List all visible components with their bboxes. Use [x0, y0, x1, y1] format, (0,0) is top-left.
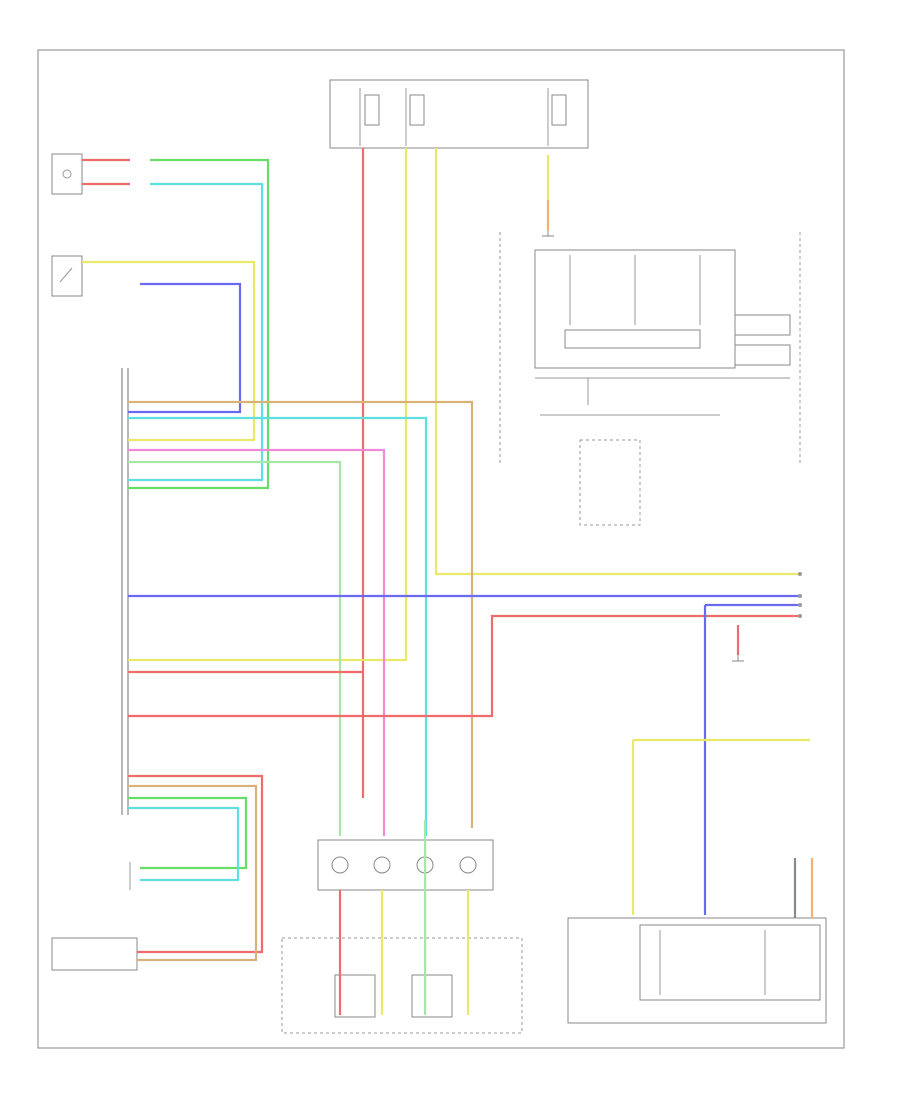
- top-control-module: [329, 79, 589, 149]
- wire-group-sensor-b: [82, 260, 256, 442]
- wire-group-top-module: [128, 148, 800, 798]
- wire-group-sensor-a: [82, 158, 270, 490]
- left-side-impact-sensor: [51, 862, 138, 971]
- diagram-frame: [37, 49, 845, 1049]
- bottom-buckle-switch-frame: [281, 937, 523, 1034]
- wire-group-strip-horizontals: [128, 400, 810, 915]
- bottom-right-occupant-module: [567, 917, 827, 1024]
- srs-unit-connector-strip: [121, 368, 129, 815]
- front-passenger-weight-sensor-b: [51, 255, 83, 297]
- wire-group-right-bottom: [793, 858, 814, 918]
- ground-icon: [542, 230, 744, 662]
- control-switch-sub-module: [579, 439, 641, 526]
- wire-group-left-bottom: [128, 774, 264, 962]
- front-passenger-weight-sensor-a: [51, 153, 83, 195]
- body-network-module: [499, 232, 801, 465]
- center-sensor-unit: [317, 839, 494, 891]
- wire-group-center-unit-bottom: [338, 820, 470, 1015]
- right-connector-pins: [798, 572, 802, 618]
